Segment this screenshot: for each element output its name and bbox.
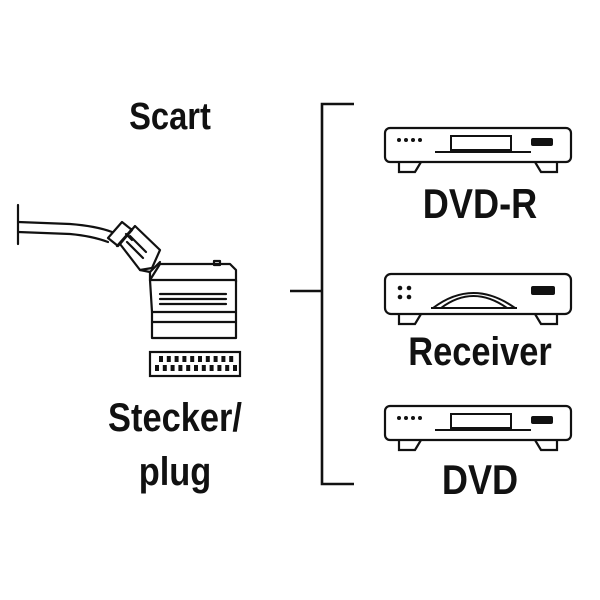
dvd-recorder-icon [383,126,573,174]
scart-pin [162,365,167,371]
plug-caption-line1: Stecker/ [108,396,242,440]
distribution-bracket [290,102,354,486]
scart-pin [217,365,222,371]
scart-pin [209,365,214,371]
scart-plug-icon [16,203,238,340]
scart-pin [194,365,198,371]
scart-pin [155,365,159,371]
scart-pin [170,365,175,371]
scart-pin [166,356,171,362]
dvd-label: DVD [441,456,519,503]
scart-pin [229,356,234,362]
scart-pin [233,365,237,371]
scart-socket-pins-icon [148,350,242,378]
scart-pin [190,356,195,362]
satellite-receiver-icon [383,272,573,326]
scart-pin [225,365,230,371]
scart-pin [178,365,183,371]
scart-title: Scart [129,96,211,138]
scart-pin [159,356,163,362]
dvd-r-label: DVD-R [422,180,538,227]
scart-pin [221,356,226,362]
receiver-label: Receiver [408,330,552,374]
scart-pin [205,356,210,362]
scart-pin [213,356,218,362]
plug-caption-line2: plug [138,450,212,494]
scart-pin [182,356,187,362]
scart-pin [198,356,202,362]
scart-pin [201,365,206,371]
scart-pin [186,365,191,371]
scart-pin [174,356,179,362]
dvd-player-icon [383,404,573,452]
